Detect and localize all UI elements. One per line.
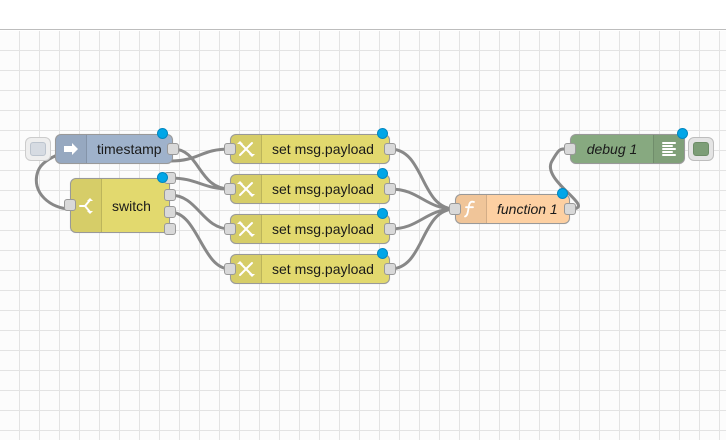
arrow-right-icon <box>56 135 87 163</box>
function-f-icon <box>456 195 487 223</box>
change-icon <box>231 135 262 163</box>
port-input-function[interactable] <box>449 203 461 215</box>
change-icon <box>231 215 262 243</box>
port-input-change-4[interactable] <box>224 263 236 275</box>
inject-trigger-button[interactable] <box>25 137 51 161</box>
stripes-glyph <box>662 142 676 156</box>
debug-stripes-icon <box>653 135 684 163</box>
flow-canvas[interactable]: timestamp switch <box>0 31 726 440</box>
status-dot-change-4 <box>377 248 388 259</box>
switch-icon <box>71 179 102 232</box>
wire-switch3-to-change4 <box>168 210 232 271</box>
wire-switch0-to-change1 <box>168 147 232 163</box>
node-function[interactable]: function 1 <box>455 194 570 224</box>
status-dot-change-1 <box>377 128 388 139</box>
port-output-change-1[interactable] <box>384 143 396 155</box>
port-output-function[interactable] <box>564 203 576 215</box>
wire-change1-to-function <box>388 147 457 211</box>
status-dot-switch <box>157 172 168 183</box>
node-label-function: function 1 <box>497 201 558 217</box>
node-change-3[interactable]: set msg.payload <box>230 214 390 244</box>
port-output-switch-1[interactable] <box>164 189 176 201</box>
port-input-change-2[interactable] <box>224 183 236 195</box>
node-label-change-2: set msg.payload <box>272 181 374 197</box>
change-icon <box>231 175 262 203</box>
debug-toggle-button[interactable] <box>688 137 714 161</box>
wire-change3-to-function <box>388 207 457 231</box>
wire-switch2-to-change3 <box>168 193 232 231</box>
node-label-inject: timestamp <box>97 141 162 157</box>
status-dot-function <box>557 188 568 199</box>
node-label-change-3: set msg.payload <box>272 221 374 237</box>
port-input-change-3[interactable] <box>224 223 236 235</box>
port-output-switch-3[interactable] <box>164 223 176 235</box>
debug-button-inner <box>693 142 709 156</box>
node-label-change-4: set msg.payload <box>272 261 374 277</box>
node-change-2[interactable]: set msg.payload <box>230 174 390 204</box>
node-switch[interactable]: switch <box>70 178 170 233</box>
port-output-switch-2[interactable] <box>164 206 176 218</box>
node-label-switch: switch <box>112 197 151 214</box>
wire-inject-to-change2 <box>171 147 232 191</box>
port-output-inject[interactable] <box>167 143 179 155</box>
port-input-change-1[interactable] <box>224 143 236 155</box>
port-output-change-2[interactable] <box>384 183 396 195</box>
port-input-switch[interactable] <box>64 199 76 211</box>
node-change-1[interactable]: set msg.payload <box>230 134 390 164</box>
status-dot-debug <box>677 128 688 139</box>
node-label-debug: debug 1 <box>586 141 638 157</box>
node-debug[interactable]: debug 1 <box>570 134 685 164</box>
wire-switch1-to-change2 <box>168 176 232 191</box>
inject-button-inner <box>30 142 46 156</box>
wire-change4-to-function <box>388 207 457 271</box>
status-dot-inject <box>157 128 168 139</box>
port-output-change-4[interactable] <box>384 263 396 275</box>
editor-top-strip <box>0 0 726 30</box>
wire-change2-to-function <box>388 187 457 211</box>
change-icon <box>231 255 262 283</box>
node-label-change-1: set msg.payload <box>272 141 374 157</box>
node-change-4[interactable]: set msg.payload <box>230 254 390 284</box>
port-output-change-3[interactable] <box>384 223 396 235</box>
status-dot-change-2 <box>377 168 388 179</box>
status-dot-change-3 <box>377 208 388 219</box>
port-input-debug[interactable] <box>564 143 576 155</box>
node-inject-timestamp[interactable]: timestamp <box>55 134 173 164</box>
